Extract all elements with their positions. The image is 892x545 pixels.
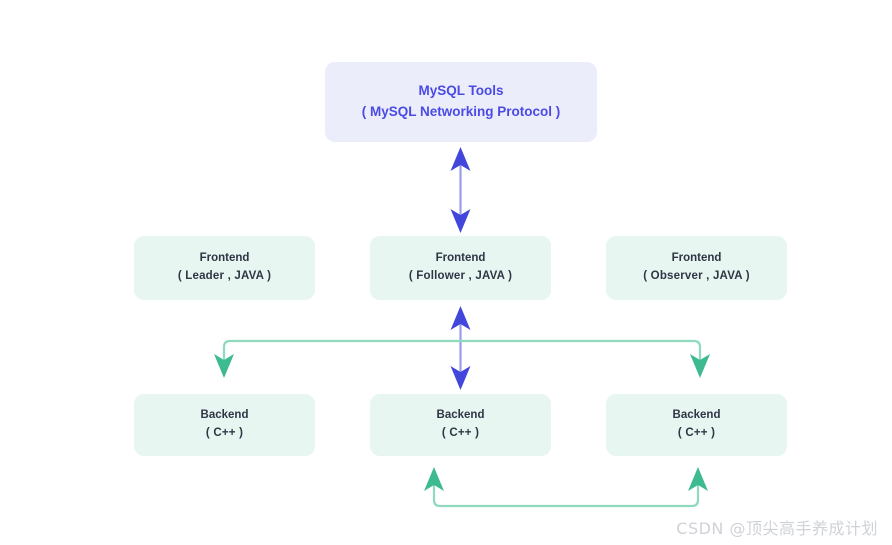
node-backend-left[interactable]: Backend ( C++ ) xyxy=(134,394,315,456)
watermark-text: CSDN @顶尖高手养成计划 xyxy=(676,519,878,538)
node-frontend-leader-line1: Frontend xyxy=(199,252,250,265)
node-frontend-leader-line2: ( Leader , JAVA ) xyxy=(177,270,272,282)
connector-backend-bracket-up-icon xyxy=(424,467,708,508)
node-backend-left-line2: ( C++ ) xyxy=(205,427,244,439)
node-mysql-tools-line2: ( MySQL Networking Protocol ) xyxy=(361,104,561,119)
node-frontend-follower-line1: Frontend xyxy=(435,252,486,265)
connector-frontend-bracket-down-icon xyxy=(214,339,710,378)
node-backend-right[interactable]: Backend ( C++ ) xyxy=(606,394,787,456)
connector-follower-to-backend-icon xyxy=(450,306,471,390)
node-backend-middle-line2: ( C++ ) xyxy=(441,427,480,439)
node-backend-right-line1: Backend xyxy=(672,409,721,422)
node-mysql-tools[interactable]: MySQL Tools ( MySQL Networking Protocol … xyxy=(325,62,597,142)
node-frontend-observer-line2: ( Observer , JAVA ) xyxy=(643,270,750,282)
node-frontend-follower-line2: ( Follower , JAVA ) xyxy=(408,270,513,282)
connector-tools-to-follower-icon xyxy=(450,147,471,233)
node-frontend-observer[interactable]: Frontend ( Observer , JAVA ) xyxy=(606,236,787,300)
node-frontend-observer-line1: Frontend xyxy=(671,252,722,265)
node-backend-left-line1: Backend xyxy=(200,409,249,422)
node-frontend-follower[interactable]: Frontend ( Follower , JAVA ) xyxy=(370,236,551,300)
node-frontend-leader[interactable]: Frontend ( Leader , JAVA ) xyxy=(134,236,315,300)
node-backend-middle-line1: Backend xyxy=(436,409,485,422)
node-backend-middle[interactable]: Backend ( C++ ) xyxy=(370,394,551,456)
node-backend-right-line2: ( C++ ) xyxy=(677,427,716,439)
node-mysql-tools-line1: MySQL Tools xyxy=(418,83,504,99)
